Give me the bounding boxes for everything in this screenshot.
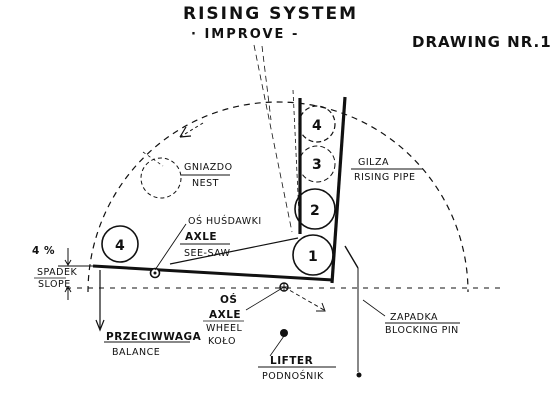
balance-arrowhead [95, 319, 105, 332]
see-saw-axle-label-pl: OŚ HUŚDAWKI [188, 215, 262, 227]
blocking-pin-end [356, 372, 362, 378]
wheel-axle-leader [245, 286, 285, 311]
slope-arrowhead-lower [64, 286, 72, 293]
blocking-pin-label-en: BLOCKING PIN [385, 325, 459, 336]
title: RISING SYSTEM [183, 4, 358, 24]
pipe-label-en: RISING PIPE [354, 172, 415, 183]
rotation-arrow-line [179, 122, 204, 138]
pipe-ball-3 [298, 145, 336, 183]
lifter-leader [269, 335, 285, 357]
pipe-ball-2-number: 2 [310, 203, 320, 219]
see-saw-label: SEE-SAW [184, 248, 231, 259]
lifter-label-en: LIFTER [270, 355, 313, 367]
rising-pipe-right-wall [330, 96, 347, 284]
slope-arrowhead-upper [64, 259, 72, 266]
lever-ball-4 [101, 225, 139, 263]
pipe-label-pl: GILZA [358, 157, 389, 168]
slope-label-pl: SPADEK [37, 267, 77, 278]
lifter-label-pl: PODNOŚNIK [262, 370, 324, 382]
lifter-point [280, 329, 288, 337]
pipe-ball-1 [292, 234, 334, 276]
subtitle: · IMPROVE - [191, 27, 299, 42]
rotation-arrow-head [179, 126, 192, 138]
nest-label-en: NEST [192, 178, 219, 189]
drawing-number: DRAWING NR.1 [412, 33, 552, 51]
wheel-label-en: WHEEL [206, 323, 243, 334]
nest-label-pl: GNIAZDO [184, 162, 233, 173]
slope-label-en: SLOPE [38, 279, 71, 290]
see-saw-upper-line [169, 237, 299, 265]
pipe-guide-top [261, 45, 272, 121]
pipe-ball-4-number: 4 [312, 118, 322, 134]
slope-value: 4 % [32, 245, 55, 257]
nest-guide-line [142, 151, 164, 167]
pipe-ball-2 [294, 188, 336, 230]
blocking-pin-pawl [344, 245, 359, 269]
wheel-axle-label-pl: OŚ [220, 293, 238, 306]
pipe-ball-1-number: 1 [308, 249, 318, 265]
pipe-ball-3-number: 3 [312, 157, 322, 173]
see-saw-axle-label-en: AXLE [185, 231, 217, 243]
balance-label-pl: PRZECIWWAGA [106, 331, 202, 343]
see-saw-axle-center [153, 271, 157, 275]
wheel-label-pl: KOŁO [208, 336, 236, 347]
orbit-arc [87, 101, 469, 293]
lever-ball-number: 4 [115, 238, 125, 254]
nest-circle [140, 157, 182, 199]
pipe-guide-left [253, 44, 293, 233]
wheel-arm-arrowhead [316, 302, 326, 312]
wheel-arm [283, 286, 325, 311]
pipe-ball-4 [298, 105, 336, 143]
wheel-axle-label-en: AXLE [209, 309, 241, 321]
blocking-pin-label-pl: ZAPADKA [390, 312, 438, 323]
balance-label-en: BALANCE [112, 347, 160, 358]
see-saw-axle-leader [154, 223, 187, 271]
see-saw-lever [92, 264, 334, 282]
blocking-pin-leader [362, 299, 386, 317]
